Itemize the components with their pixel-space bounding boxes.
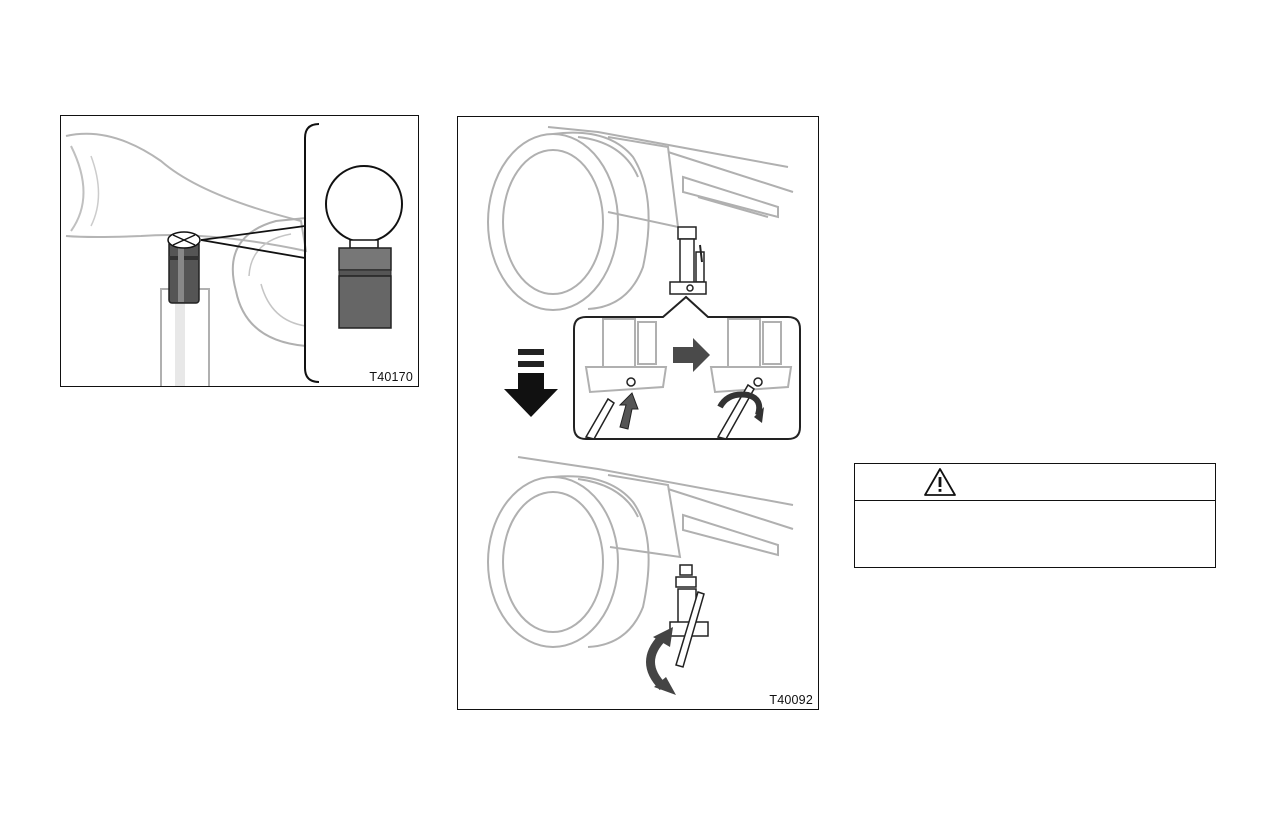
caution-text <box>855 501 1215 517</box>
jack-screw-illustration <box>65 123 403 386</box>
warning-triangle-icon <box>924 468 956 496</box>
caution-box <box>854 463 1216 568</box>
figure-code: T40170 <box>369 370 413 384</box>
caution-header <box>855 464 1215 501</box>
figure-lowering-vehicle: T40092 <box>457 116 819 710</box>
figure-code: T40092 <box>769 693 813 707</box>
figure-jack-release-screw: T40170 <box>60 115 419 387</box>
lowering-jack-illustration <box>487 126 801 695</box>
